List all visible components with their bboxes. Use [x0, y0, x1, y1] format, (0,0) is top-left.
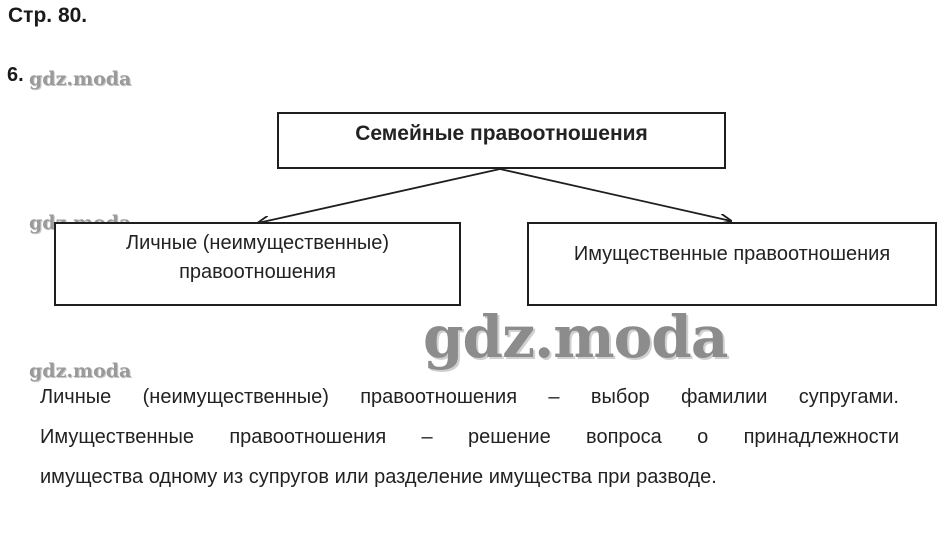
arrow-to-personal	[258, 168, 501, 223]
answer-line-2: Имущественные правоотношения – решение в…	[40, 426, 899, 448]
arrow-to-property	[499, 168, 731, 221]
answer-line-1: Личные (неимущественные) правоотношения …	[40, 386, 899, 408]
answer-text: Личные (неимущественные) правоотношения …	[40, 377, 899, 497]
diagram-property-label: Имущественные правоотношения	[573, 242, 891, 265]
diagram-personal-label-line1: Личные (неимущественные)	[125, 232, 390, 254]
watermark-large: gdz.moda	[423, 303, 728, 371]
diagram-personal-box: Личные (неимущественные) правоотношения	[54, 222, 461, 306]
diagram-property-box: Имущественные правоотношения	[527, 222, 937, 306]
diagram-root-box: Семейные правоотношения	[277, 112, 726, 169]
task-number: 6.	[7, 64, 24, 86]
page-number-label: Стр. 80.	[8, 4, 88, 27]
diagram-root-label: Семейные правоотношения	[355, 121, 648, 145]
answer-line-3: имущества одному из супругов или разделе…	[40, 466, 717, 488]
watermark-bottom: gdz.moda	[29, 360, 132, 382]
diagram-personal-label-line2: правоотношения	[179, 261, 336, 283]
watermark-top: gdz.moda	[29, 68, 132, 90]
